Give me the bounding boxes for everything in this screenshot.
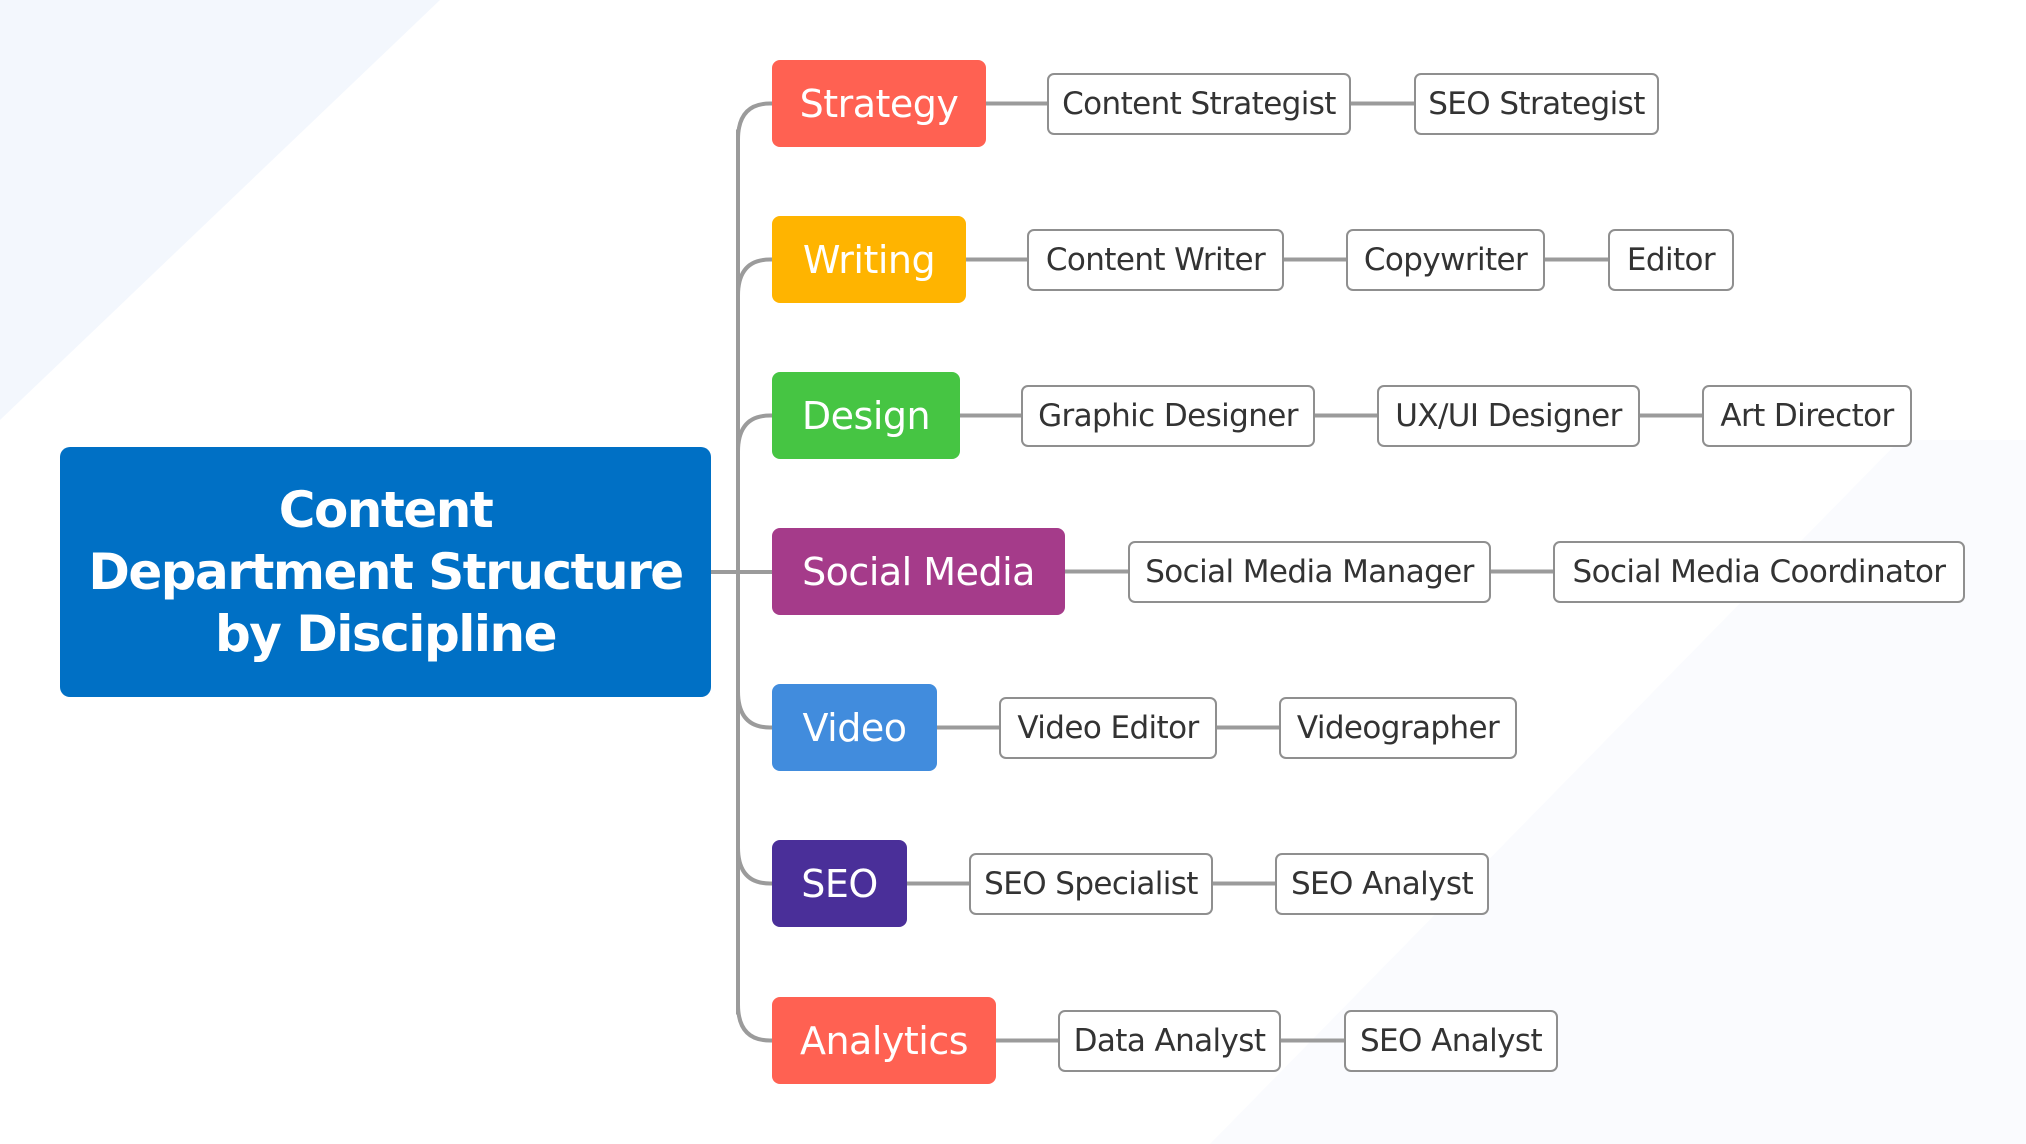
branch-connector: [736, 101, 772, 140]
leaf-label: Videographer: [1296, 709, 1500, 746]
branch-node-design[interactable]: Design: [772, 372, 960, 459]
root-title: Content Department Structure by Discipli…: [88, 481, 684, 663]
leaf-node[interactable]: Copywriter: [1346, 228, 1545, 291]
leaf-node[interactable]: Art Director: [1702, 384, 1912, 447]
leaf-label: Social Media Manager: [1145, 553, 1474, 590]
branch-connector: [736, 847, 772, 886]
branch-label: SEO: [801, 861, 878, 906]
leaf-label: SEO Analyst: [1290, 865, 1474, 902]
leaf-node[interactable]: Video Editor: [999, 696, 1217, 759]
branch-node-social-media[interactable]: Social Media: [772, 528, 1065, 615]
leaf-node[interactable]: SEO Analyst: [1275, 852, 1489, 915]
branch-node-video[interactable]: Video: [772, 684, 937, 771]
leaf-node[interactable]: Content Strategist: [1047, 72, 1351, 135]
leaf-node[interactable]: Data Analyst: [1058, 1009, 1281, 1072]
root-node[interactable]: Content Department Structure by Discipli…: [60, 447, 711, 697]
leaf-label: Content Writer: [1045, 241, 1266, 278]
branch-node-strategy[interactable]: Strategy: [772, 60, 986, 147]
leaf-label: SEO Analyst: [1359, 1022, 1543, 1059]
leaf-node[interactable]: Social Media Manager: [1128, 540, 1491, 603]
leaf-label: Art Director: [1720, 397, 1894, 434]
leaf-node[interactable]: SEO Analyst: [1344, 1009, 1558, 1072]
branch-label: Writing: [802, 237, 936, 282]
branch-label: Social Media: [802, 549, 1035, 594]
leaf-label: Editor: [1626, 241, 1716, 278]
branch-node-writing[interactable]: Writing: [772, 216, 966, 303]
leaf-node[interactable]: Social Media Coordinator: [1553, 540, 1965, 603]
leaf-node[interactable]: Graphic Designer: [1021, 384, 1315, 447]
branch-connector: [736, 257, 772, 296]
leaf-label: Data Analyst: [1073, 1022, 1266, 1059]
branch-label: Video: [802, 705, 907, 750]
branch-label: Design: [801, 393, 931, 438]
leaf-label: UX/UI Designer: [1395, 397, 1622, 434]
leaf-node[interactable]: Content Writer: [1027, 228, 1284, 291]
leaf-label: Video Editor: [1017, 709, 1199, 746]
leaf-label: Graphic Designer: [1038, 397, 1298, 434]
branch-node-analytics[interactable]: Analytics: [772, 997, 996, 1084]
branch-connector: [736, 691, 772, 730]
leaf-node[interactable]: Editor: [1608, 228, 1734, 291]
branch-label: Analytics: [799, 1018, 969, 1063]
branch-node-seo[interactable]: SEO: [772, 840, 907, 927]
leaf-node[interactable]: UX/UI Designer: [1377, 384, 1640, 447]
leaf-node[interactable]: SEO Strategist: [1414, 72, 1659, 135]
leaf-label: SEO Specialist: [984, 865, 1198, 902]
leaf-node[interactable]: SEO Specialist: [969, 852, 1213, 915]
branch-label: Strategy: [799, 81, 959, 126]
branch-connector: [736, 1004, 772, 1043]
leaf-label: Social Media Coordinator: [1572, 553, 1947, 590]
leaf-label: Content Strategist: [1062, 85, 1336, 122]
leaf-node[interactable]: Videographer: [1279, 696, 1517, 759]
branch-connector: [736, 413, 772, 452]
leaf-label: Copywriter: [1363, 241, 1528, 278]
leaf-label: SEO Strategist: [1428, 85, 1645, 122]
